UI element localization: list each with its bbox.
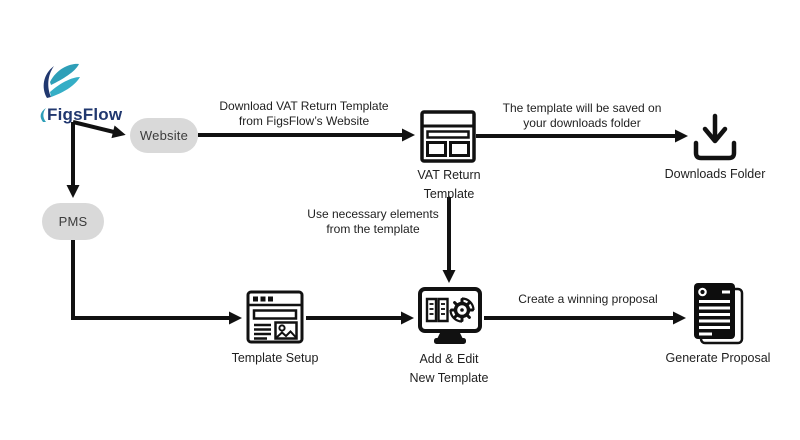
brand-name: FigsFlow xyxy=(47,105,123,124)
edge-label-create-proposal: Create a winning proposal xyxy=(518,292,658,306)
node-generate-proposal[interactable] xyxy=(690,281,746,352)
node-website[interactable]: Website xyxy=(130,118,198,153)
downloads-folder-label: Downloads Folder xyxy=(664,167,766,181)
figsflow-swoosh-icon xyxy=(43,63,80,98)
node-downloads-folder[interactable] xyxy=(691,112,739,169)
edge-label-download-vat: Download VAT Return Template from FigsFl… xyxy=(219,99,389,128)
node-template-setup[interactable] xyxy=(245,288,305,353)
figsflow-logo[interactable]: FigsFlow xyxy=(38,62,124,125)
connector-logo-to-website xyxy=(72,120,126,139)
monitor-book-gear-icon xyxy=(418,287,482,344)
connector-pms-to-templatesetup xyxy=(71,240,242,325)
pms-label: PMS xyxy=(58,214,88,229)
generate-proposal-label: Generate Proposal xyxy=(665,351,771,365)
node-add-edit-template[interactable] xyxy=(417,286,483,351)
download-tray-icon xyxy=(693,113,737,161)
figsflow-wordmark-tick-icon xyxy=(40,108,46,122)
add-edit-template-label: Add & Edit New Template xyxy=(409,352,489,385)
edge-label-use-elements: Use necessary elements from the template xyxy=(307,207,439,236)
node-pms[interactable]: PMS xyxy=(42,203,104,240)
node-vat-return-template[interactable] xyxy=(419,109,477,170)
template-setup-label: Template Setup xyxy=(231,351,319,365)
website-label: Website xyxy=(139,128,189,143)
template-setup-window-icon xyxy=(246,290,304,344)
proposal-document-icon xyxy=(694,283,744,345)
browser-template-icon xyxy=(420,110,476,163)
edge-label-save-downloads: The template will be saved on your downl… xyxy=(502,101,662,130)
vat-return-template-label: VAT Return Template xyxy=(417,168,481,201)
